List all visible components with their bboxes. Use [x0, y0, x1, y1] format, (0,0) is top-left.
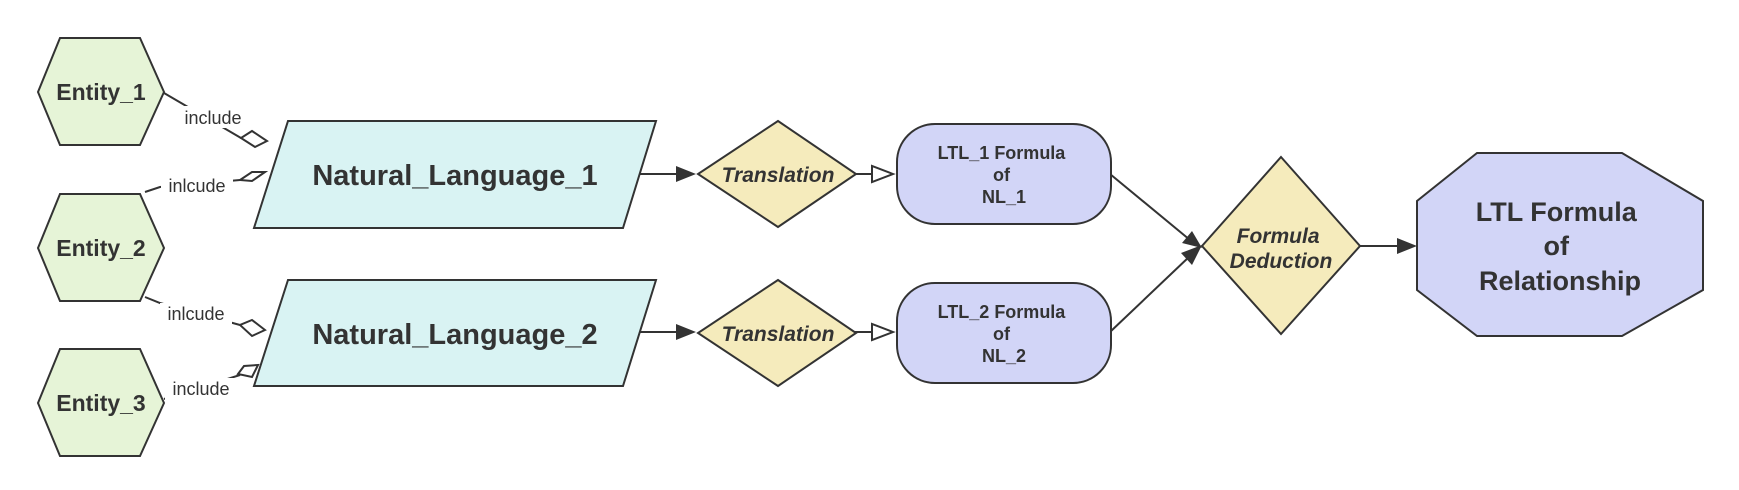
natural-language-2-label: Natural_Language_2 [312, 319, 597, 351]
edge-ltl1-deduction [1109, 173, 1191, 241]
decision-diamond-shape [1200, 155, 1362, 336]
ltl-1-line-3: NL_1 [982, 187, 1026, 207]
translation-1-node[interactable]: Translation [696, 119, 858, 229]
decision-diamond-shape [696, 119, 858, 229]
connectors [144, 92, 1417, 400]
ltl-relationship-node[interactable]: LTL Formula of Relationship [1416, 152, 1704, 337]
ltl-2-line-1: LTL_2 Formula [938, 302, 1067, 322]
arrowhead-icon [1181, 245, 1202, 265]
entity-1-label: Entity_1 [56, 79, 146, 105]
ltl-rounded-box-shape [896, 123, 1112, 225]
ltl-2-line-2: of [993, 324, 1011, 344]
natural-language-2-node[interactable]: Natural_Language_2 [252, 279, 658, 387]
edge-label-include: include [172, 379, 229, 399]
decision-diamond-shape [696, 278, 858, 388]
edge-label-include: include [184, 108, 241, 128]
ltl-2-node[interactable]: LTL_2 Formula of NL_2 [896, 282, 1112, 384]
formula-deduction-node[interactable]: Formula Deduction [1200, 155, 1362, 336]
arrowhead-icon [1182, 231, 1202, 248]
arrowhead-icon [676, 166, 696, 182]
ltl-rounded-box-shape [896, 282, 1112, 384]
arrowhead-icon [1397, 238, 1417, 254]
edge-labels: include inlcude inlcude include [160, 106, 249, 400]
ltl-relationship-line-3: Relationship [1479, 266, 1641, 296]
arrowhead-icon [676, 324, 696, 340]
ltl-relationship-line-2: of [1544, 231, 1570, 261]
translation-1-label: Translation [722, 164, 835, 187]
ltl-1-node[interactable]: LTL_1 Formula of NL_1 [896, 123, 1112, 225]
entity-hexagon-shape [36, 37, 166, 146]
aggregation-diamond-icon [237, 171, 269, 183]
ltl-1-line-1: LTL_1 Formula [938, 143, 1067, 163]
entity-hexagon-shape [36, 348, 166, 457]
parallelogram-shape [252, 279, 658, 387]
edge-label-inlcude: inlcude [167, 304, 224, 324]
ltl-2-label: LTL_2 Formula of NL_2 [938, 302, 1071, 366]
ltl-relationship-label: LTL Formula of Relationship [1476, 197, 1645, 296]
entity-2-label: Entity_2 [56, 235, 145, 261]
aggregation-diamond-icon [236, 363, 260, 379]
formula-deduction-line-1: Formula [1237, 225, 1320, 248]
ltl-1-line-2: of [993, 165, 1011, 185]
ltl-1-label: LTL_1 Formula of NL_1 [938, 143, 1071, 207]
entity-1-node[interactable]: Entity_1 [36, 37, 166, 146]
translation-2-node[interactable]: Translation [696, 278, 858, 388]
natural-language-1-node[interactable]: Natural_Language_1 [252, 120, 658, 229]
formula-deduction-label: Formula Deduction [1230, 225, 1333, 273]
aggregation-diamond-icon [238, 318, 267, 338]
entity-hexagon-shape [36, 193, 166, 302]
hollow-arrowhead-icon [871, 164, 896, 184]
natural-language-1-label: Natural_Language_1 [312, 160, 597, 192]
hollow-arrowhead-icon [871, 322, 896, 342]
entity-2-node[interactable]: Entity_2 [36, 193, 166, 302]
edge-label-inlcude: inlcude [168, 176, 225, 196]
ltl-2-line-3: NL_2 [982, 346, 1026, 366]
translation-2-label: Translation [722, 323, 835, 346]
parallelogram-shape [252, 120, 658, 229]
result-octagon-shape [1416, 152, 1704, 337]
ltl-relationship-line-1: LTL Formula [1476, 197, 1638, 227]
entity-3-label: Entity_3 [56, 390, 145, 416]
edge-ltl2-deduction [1109, 255, 1191, 333]
aggregation-diamond-icon [239, 129, 269, 149]
entity-3-node[interactable]: Entity_3 [36, 348, 166, 457]
formula-deduction-line-2: Deduction [1230, 250, 1333, 273]
